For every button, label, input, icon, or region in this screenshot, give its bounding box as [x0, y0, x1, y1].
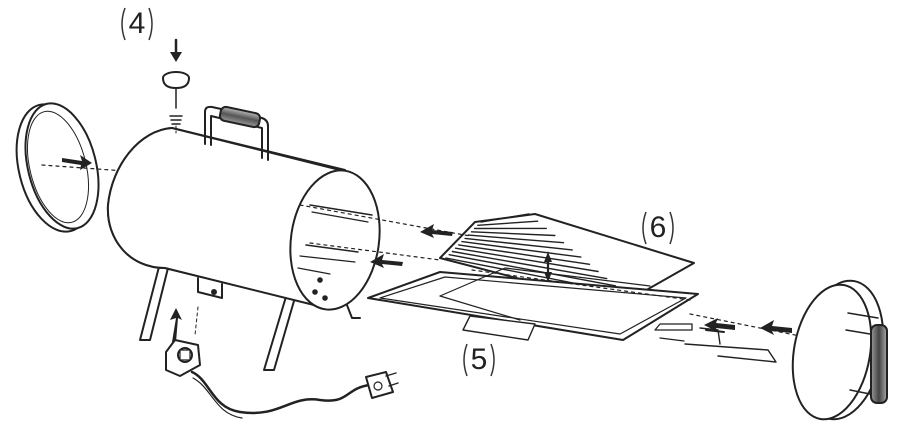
handle-icon — [870, 324, 888, 404]
callout-number: 6 — [649, 211, 667, 244]
callout-5: 5 — [457, 338, 501, 382]
callout-number: 4 — [128, 7, 146, 40]
barrel-body — [106, 127, 381, 311]
callout-number: 5 — [470, 343, 488, 376]
side-brackets — [654, 323, 777, 363]
arrow-icon — [420, 224, 453, 238]
right-end-lid — [791, 279, 888, 421]
barrel-legs — [139, 262, 361, 371]
guide-line — [299, 204, 471, 237]
arrow-icon — [370, 254, 403, 268]
guide-line — [689, 313, 821, 341]
cooking-grate — [439, 213, 695, 306]
plug-icon — [365, 371, 399, 399]
top-handle — [204, 105, 269, 161]
guide-line — [471, 269, 691, 301]
callout-4: 4 — [115, 2, 159, 46]
arrow-icon — [760, 320, 792, 335]
arrow-icon — [704, 318, 735, 332]
thermometer-icon — [162, 38, 190, 137]
left-end-lid — [15, 102, 100, 233]
callout-6: 6 — [636, 206, 680, 250]
power-cord — [165, 306, 399, 419]
guide-line — [309, 242, 441, 261]
charcoal-tray — [367, 267, 699, 341]
arrow-icon — [62, 155, 92, 170]
